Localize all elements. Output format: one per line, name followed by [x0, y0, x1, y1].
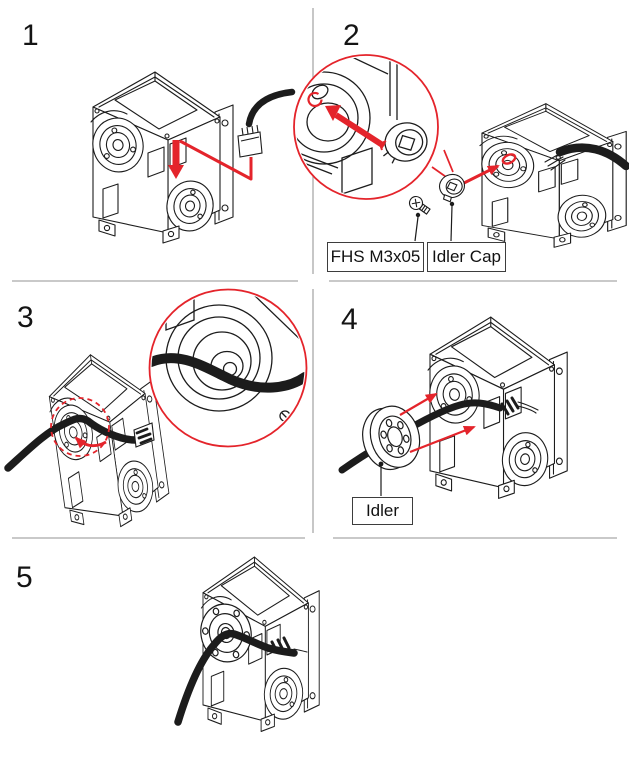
idler-cap-magnified	[383, 122, 428, 164]
cable-step3	[4, 414, 155, 472]
leader-dot-screw	[415, 212, 421, 218]
cable-magnified-step3	[151, 353, 305, 393]
red-arrow-upper-step4	[399, 392, 438, 416]
connector-step1	[237, 131, 263, 158]
step-number-4: 4	[341, 303, 358, 336]
zoom-callout-circle-step3	[148, 288, 308, 448]
cable-step5	[174, 629, 308, 726]
red-dashed-highlight-circle-step3	[50, 397, 110, 457]
mount-hole-magnified	[311, 84, 329, 100]
red-arrow-magnified-shaft	[334, 112, 386, 149]
gearbox-drawing-step2	[475, 103, 627, 248]
panel-dividers	[12, 8, 617, 539]
idler-drawing	[362, 405, 421, 471]
red-wrap-arrow-step3	[74, 436, 107, 449]
idler-cap-drawing	[438, 173, 466, 203]
step5-illustration	[174, 556, 320, 733]
step-number-3: 3	[17, 301, 34, 334]
step-number-1: 1	[22, 19, 39, 52]
red-insert-arrow-step1	[168, 139, 253, 181]
cable-step1	[245, 88, 296, 128]
leader-dot-idler	[378, 461, 384, 467]
label-idler: Idler	[352, 497, 413, 525]
red-target-ring-step2	[501, 153, 517, 165]
fhs-screw-drawing	[408, 195, 431, 215]
leader-dot-idler-cap	[449, 201, 455, 207]
step4-illustration	[338, 316, 568, 499]
step1-illustration	[86, 71, 296, 244]
label-fhs-screw: FHS M3x05	[327, 242, 424, 272]
step-number-5: 5	[16, 561, 33, 594]
label-idler-cap: Idler Cap	[427, 242, 506, 272]
cable-step2	[544, 143, 629, 171]
arrowhead-step1	[168, 165, 184, 179]
zoom-wedge-line-2	[443, 149, 454, 173]
zoom-callout-content-step2	[296, 57, 428, 195]
red-arrow-lower-step4	[409, 425, 476, 454]
step2-illustration	[293, 54, 629, 248]
step3-illustration	[4, 288, 308, 536]
red-slot-mark-magnified	[307, 91, 323, 108]
cable-connector-step1	[237, 88, 296, 158]
leader-lines-step2	[414, 201, 455, 242]
step-number-2: 2	[343, 19, 360, 52]
red-arrow-magnified-head	[325, 105, 341, 121]
